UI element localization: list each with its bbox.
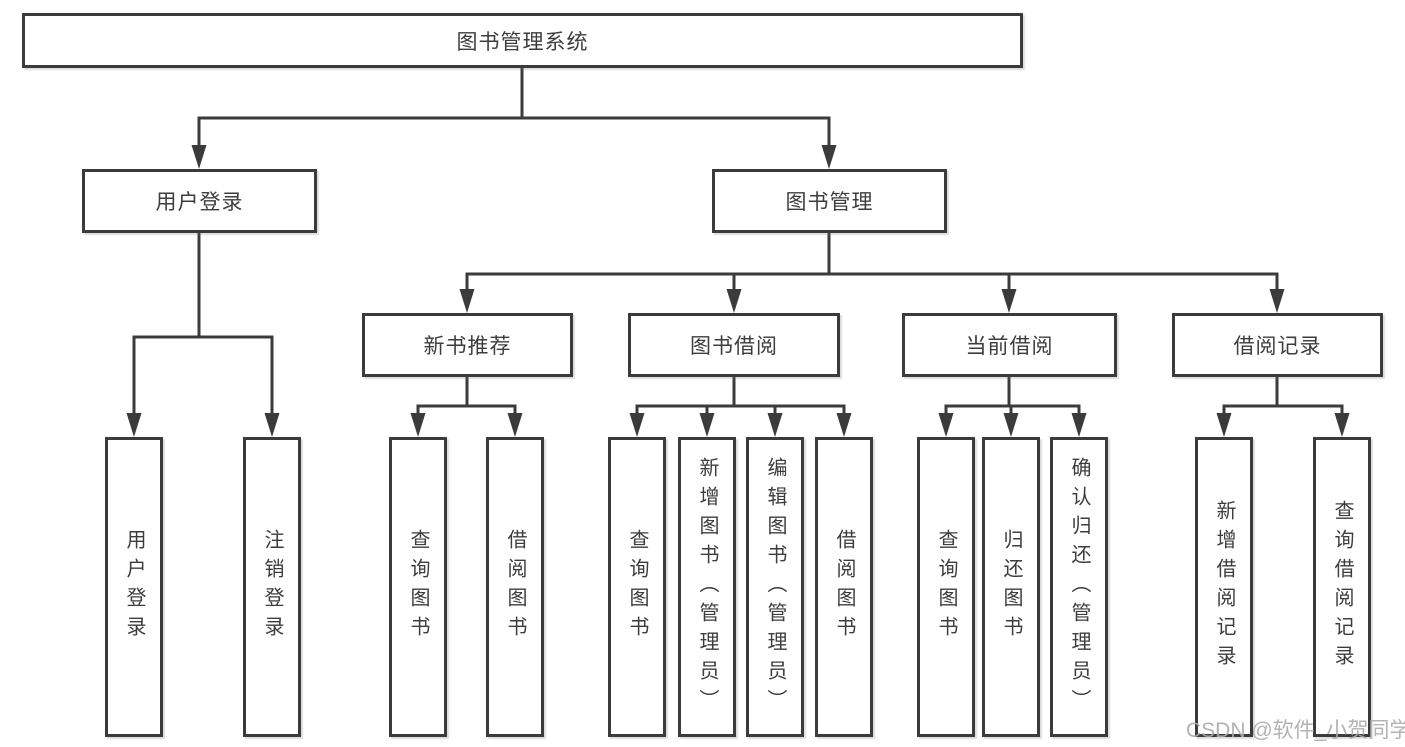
leaf-add-borrow-record: 新增借阅记录 (1195, 437, 1253, 737)
leaf-label: 注销登录 (261, 529, 283, 645)
node-label: 图书借阅 (690, 335, 778, 358)
leaf-logout: 注销登录 (243, 437, 301, 737)
node-borrowing-records: 借阅记录 (1172, 313, 1383, 377)
leaf-label: 查询图书 (935, 529, 957, 645)
leaf-return-books: 归还图书 (982, 437, 1040, 737)
leaf-borrow-books: 借阅图书 (815, 437, 873, 737)
leaf-label: 新增借阅记录 (1213, 500, 1235, 674)
node-root-label: 图书管理系统 (456, 30, 589, 54)
node-root-system: 图书管理系统 (22, 13, 1023, 68)
leaf-edit-books-admin: 编辑图书（管理员） (746, 437, 804, 737)
leaf-label: 新增图书（管理员） (696, 456, 718, 718)
leaf-label: 编辑图书（管理员） (764, 456, 786, 718)
leaf-label: 归还图书 (1000, 529, 1022, 645)
leaf-confirm-return-admin: 确认归还（管理员） (1050, 437, 1108, 737)
node-label: 当前借阅 (965, 335, 1054, 358)
node-label: 图书管理 (785, 191, 874, 214)
node-current-borrowing: 当前借阅 (902, 313, 1117, 377)
leaf-label: 查询图书 (626, 529, 648, 645)
leaf-query-books-borrowing: 查询图书 (608, 437, 666, 737)
leaf-label: 借阅图书 (833, 529, 855, 645)
node-label: 借阅记录 (1233, 335, 1322, 358)
leaf-label: 查询图书 (407, 529, 429, 645)
leaf-borrow-books-recommend: 借阅图书 (486, 437, 544, 737)
node-user-login-module: 用户登录 (82, 169, 317, 233)
leaf-label: 查询借阅记录 (1331, 500, 1353, 674)
node-book-management-module: 图书管理 (712, 169, 947, 233)
node-label: 新书推荐 (423, 335, 512, 358)
leaf-query-books-current: 查询图书 (917, 437, 975, 737)
node-label: 用户登录 (155, 191, 244, 214)
leaf-user-login: 用户登录 (105, 437, 163, 737)
leaf-label: 借阅图书 (504, 529, 526, 645)
csdn-watermark: CSDN @软件_小贺同学 (1186, 719, 1405, 742)
leaf-query-borrow-record: 查询借阅记录 (1313, 437, 1371, 737)
node-book-borrowing: 图书借阅 (628, 313, 840, 377)
leaf-query-books-recommend: 查询图书 (389, 437, 447, 737)
leaf-add-books-admin: 新增图书（管理员） (678, 437, 736, 737)
leaf-label: 用户登录 (123, 529, 145, 645)
node-new-book-recommend: 新书推荐 (362, 313, 573, 377)
leaf-label: 确认归还（管理员） (1068, 456, 1090, 718)
